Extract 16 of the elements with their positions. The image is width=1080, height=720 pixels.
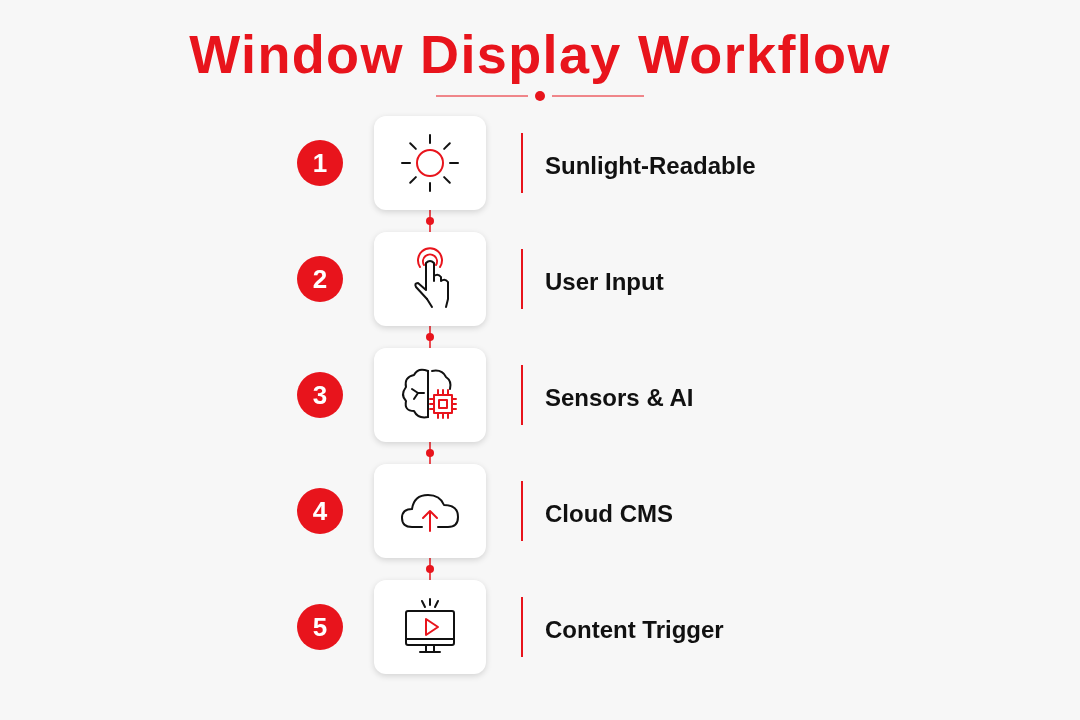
step-label: Content Trigger bbox=[545, 615, 724, 645]
icon-card bbox=[374, 116, 486, 210]
icon-card bbox=[374, 348, 486, 442]
icon-card bbox=[374, 232, 486, 326]
step-number-badge: 5 bbox=[297, 604, 343, 650]
step-label: User Input bbox=[545, 267, 664, 297]
step-number-badge: 3 bbox=[297, 372, 343, 418]
step-label: Sunlight-Readable bbox=[545, 151, 756, 181]
step-label: Cloud CMS bbox=[545, 499, 673, 529]
title: Window Display Workflow bbox=[189, 23, 891, 86]
step-number-badge: 1 bbox=[297, 140, 343, 186]
step-number-badge: 4 bbox=[297, 488, 343, 534]
step-label: Sensors & AI bbox=[545, 383, 694, 413]
step-number-badge: 2 bbox=[297, 256, 343, 302]
icon-card bbox=[374, 580, 486, 674]
icon-card bbox=[374, 464, 486, 558]
